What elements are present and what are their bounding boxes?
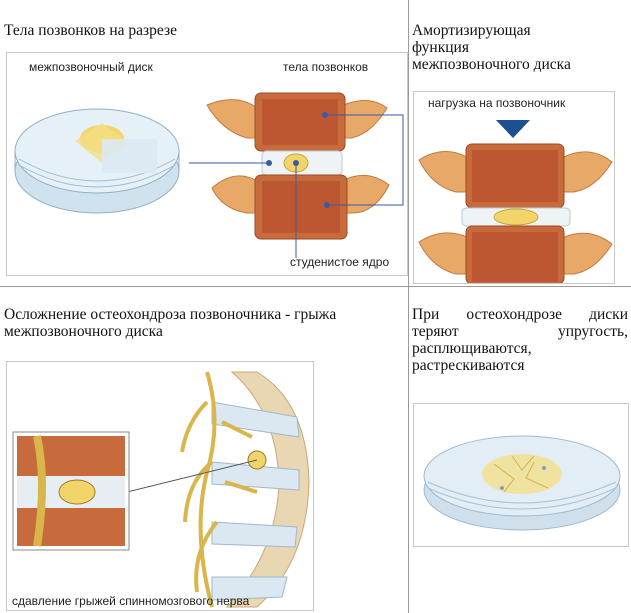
flattened-disc-illustration (423, 435, 621, 531)
cell-heading: Осложнение остеохондроза позвоночника - … (4, 306, 337, 340)
cell-divider-horizontal (0, 286, 631, 287)
spine-column (211, 371, 310, 608)
heading-line: растрескиваются (412, 357, 525, 374)
heading-line: межпозвоночного диска (412, 56, 571, 73)
heading-line: функция (412, 39, 469, 56)
cell-heading: При остеохондрозе диски теряют упругость… (412, 306, 628, 374)
figure-shock-absorption: нагрузка на позвоночник (413, 91, 615, 284)
cell-heading: Тела позвонков на разрезе (4, 22, 177, 39)
cell-top-left: Тела позвонков на разрезе (0, 0, 408, 286)
inset-magnified (12, 431, 130, 551)
label-disc: межпозвоночный диск (29, 60, 153, 74)
cell-bottom-left: Осложнение остеохондроза позвоночника - … (0, 287, 408, 613)
heading-line: теряют упругость, (412, 323, 628, 340)
figure-vertebrae-section: межпозвоночный диск тела позвонков студе… (6, 52, 408, 276)
vertebrae-stack (206, 92, 390, 240)
shock-absorption-illustration (418, 120, 613, 283)
label-nucleus: студенистое ядро (290, 255, 390, 269)
figure-disc-herniation: сдавление грыжей спинномозгового нерва (6, 361, 314, 611)
disc-icon (14, 108, 180, 214)
down-arrow-icon (496, 120, 530, 138)
herniation-illustration (12, 371, 310, 608)
vertebrae-illustration (14, 92, 404, 258)
figure-flattened-disc (413, 403, 629, 547)
heading-line: При остеохондрозе диски (412, 306, 628, 323)
cell-divider-vertical (408, 0, 409, 613)
heading-line: расплющиваются, (412, 340, 532, 357)
cell-top-right: Амортизирующая функция межпозвоночного д… (409, 0, 631, 286)
label-vertebral-bodies: тела позвонков (283, 60, 369, 74)
cell-heading: Амортизирующая функция межпозвоночного д… (412, 22, 571, 73)
leader-lines (189, 114, 404, 258)
cell-bottom-right: При остеохондрозе диски теряют упругость… (409, 287, 631, 613)
label-nerve-compression: сдавление грыжей спинномозгового нерва (12, 594, 250, 608)
label-load: нагрузка на позвоночник (428, 96, 566, 110)
heading-line: Амортизирующая (412, 22, 531, 39)
